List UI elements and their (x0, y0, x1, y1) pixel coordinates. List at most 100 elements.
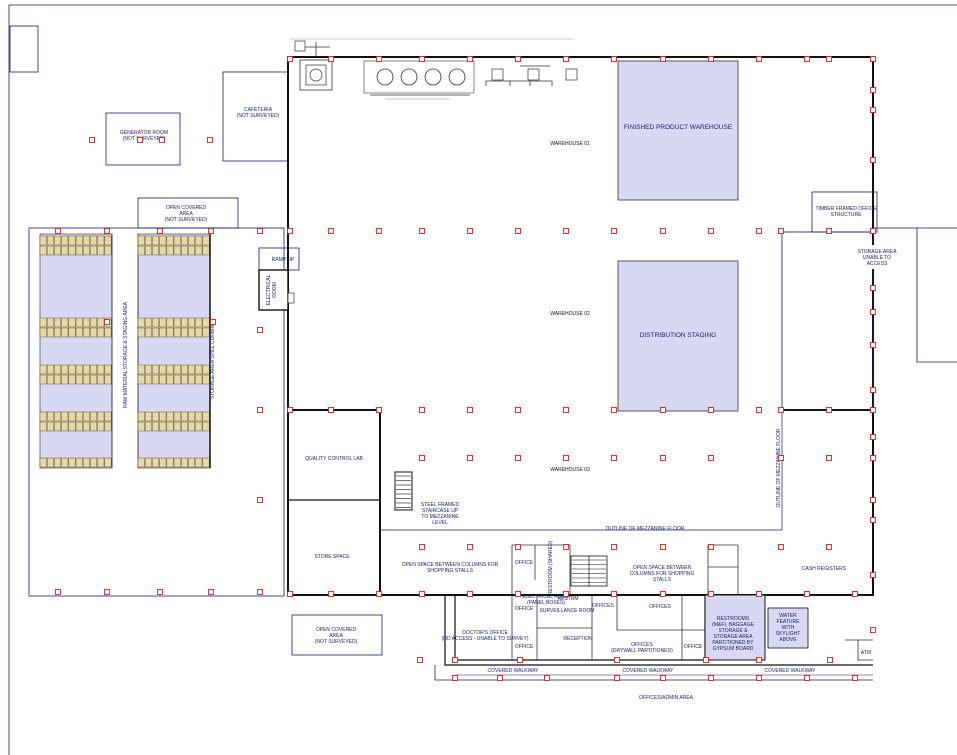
pallet (137, 374, 145, 385)
pallet (39, 245, 47, 256)
column-marker (287, 56, 293, 62)
pallet (166, 235, 174, 246)
pallet (97, 374, 105, 385)
column-marker (257, 407, 263, 413)
pallet (39, 235, 47, 246)
column-marker (826, 228, 832, 234)
pallet (202, 317, 210, 328)
staircase-label-4: LEVEL (432, 520, 448, 526)
offices-label-2: OFFICES (649, 604, 671, 610)
open-space-left-label-2: SHOPPING STALLS (427, 568, 474, 574)
pallet (152, 411, 160, 422)
pallet (180, 245, 188, 256)
offices-drywall-label: OFFICES (631, 642, 653, 648)
water-feature-label-3: WITH (782, 625, 795, 631)
column-marker (870, 455, 876, 461)
pallet (46, 317, 54, 328)
pallet (46, 457, 54, 468)
column-marker (870, 627, 876, 633)
column-marker (756, 657, 762, 663)
pallet (188, 317, 196, 328)
generator-room-note: (NOT SURVEYED) (123, 136, 166, 142)
structural-columns (55, 56, 876, 681)
pallet (82, 421, 90, 432)
pallet (173, 374, 181, 385)
pallet (82, 411, 90, 422)
pallet (61, 327, 69, 338)
staircase-label-2: STAIRCASE UP (422, 508, 459, 514)
column-marker (563, 544, 569, 550)
column-marker (452, 675, 458, 681)
pallet (54, 374, 62, 385)
staircase-label: STEEL FRAMED (421, 502, 460, 508)
pallet (75, 457, 83, 468)
column-marker (708, 455, 714, 461)
column-marker (778, 455, 784, 461)
electrical-panel-label: ELECTRICAL ROOM (522, 594, 570, 600)
column-marker (870, 309, 876, 315)
column-marker (870, 434, 876, 440)
column-marker (611, 591, 617, 597)
pallet (54, 327, 62, 338)
pallet (180, 457, 188, 468)
column-marker (157, 589, 163, 595)
timber-office-label-2: STRUCTURE (831, 212, 862, 218)
column-marker (870, 342, 876, 348)
office-label-upper: OFFICE (515, 560, 534, 566)
column-marker (826, 544, 832, 550)
column-marker (708, 407, 714, 413)
electrical-room: RAMP UP ELECTRICAL ROOM (258, 247, 300, 311)
pallet (68, 374, 76, 385)
pallet (195, 245, 203, 256)
column-marker (55, 589, 61, 595)
column-marker (210, 319, 216, 325)
pallet (75, 235, 83, 246)
covered-walkway-label-3: COVERED WALKWAY (765, 668, 817, 674)
column-marker (611, 407, 617, 413)
finished-product-label: FINISHED PRODUCT WAREHOUSE (624, 124, 733, 131)
pallet (61, 317, 69, 328)
pallet (173, 364, 181, 375)
quality-control-label: QUALITY CONTROL LAB (305, 456, 363, 462)
pallet (159, 235, 167, 246)
restrooms-label-1: RESTROOMS (717, 616, 750, 622)
column-marker (376, 407, 382, 413)
pallet (202, 327, 210, 338)
pallet (54, 457, 62, 468)
atm-label: ATM (861, 650, 871, 656)
column-marker (804, 56, 810, 62)
store-space-label: STORE SPACE (314, 554, 350, 560)
column-marker (257, 589, 263, 595)
pallet (195, 364, 203, 375)
column-marker (257, 228, 263, 234)
pallet (137, 235, 145, 246)
pallet (104, 235, 112, 246)
column-marker (467, 591, 473, 597)
column-marker (157, 228, 163, 234)
pallet (144, 245, 152, 256)
column-marker (563, 455, 569, 461)
pallet (97, 327, 105, 338)
restrm-label: RESTRM (557, 596, 578, 602)
column-marker (515, 455, 521, 461)
pallet (54, 421, 62, 432)
pallet (90, 457, 98, 468)
column-marker (708, 228, 714, 234)
pallet (166, 411, 174, 422)
timber-office-label: TIMBER FRAMED OFFICE (815, 206, 877, 212)
open-covered-bottom-label: OPEN COVERED (316, 627, 357, 633)
column-marker (708, 591, 714, 597)
column-marker (611, 455, 617, 461)
pallet (68, 245, 76, 256)
doctors-office-label: DOCTOR'S OFFICE (462, 630, 508, 636)
column-marker (611, 544, 617, 550)
pallet (152, 421, 160, 432)
column-marker (660, 228, 666, 234)
open-covered-top-label-2: AREA (179, 211, 193, 217)
offices-admin-label: OFFICES/ADMIN AREA (639, 695, 694, 701)
pallet (180, 327, 188, 338)
column-marker (778, 544, 784, 550)
pallet (104, 457, 112, 468)
electrical-room-label-2: ROOM (272, 282, 278, 298)
column-marker (852, 675, 858, 681)
